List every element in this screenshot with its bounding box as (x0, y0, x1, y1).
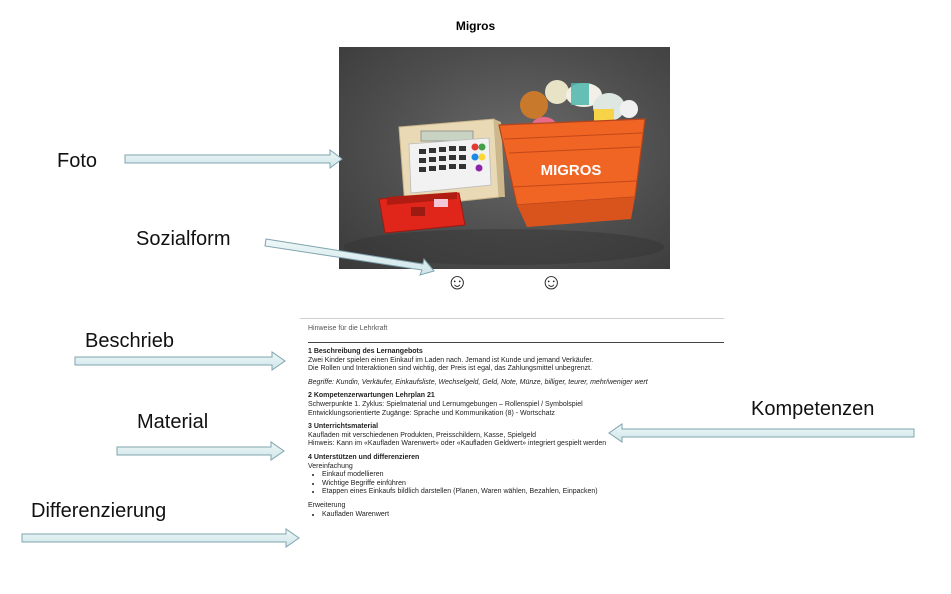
arrow-material (116, 441, 285, 461)
arrow-sozialform (264, 238, 435, 276)
list-item: Kaufladen Warenwert (322, 511, 724, 520)
list-item: Wichtige Begriffe einführen (322, 480, 724, 489)
label-kompetenzen: Kompetenzen (751, 398, 875, 420)
list-item: Etappen eines Einkaufs bildlich darstell… (322, 488, 724, 497)
arrow-beschrieb (74, 351, 286, 371)
basket-logo-text: MIGROS (541, 162, 602, 179)
teacher-notes-document: Hinweise für die Lehrkraft 1 Beschreibun… (300, 318, 724, 519)
migros-shopping-basket: MIGROS (498, 80, 646, 227)
arrow-differenzierung (21, 528, 300, 548)
toy-shop-illustration: MIGROS (344, 80, 664, 265)
toy-cash-register (378, 118, 505, 234)
product-photo: MIGROS (339, 47, 670, 269)
arrow-kompetenzen (608, 423, 915, 443)
label-beschrieb: Beschrieb (85, 330, 174, 352)
label-foto: Foto (57, 150, 98, 172)
arrow-foto (124, 149, 343, 169)
section-material: 3 Unterrichtsmaterial Kaufladen mit vers… (308, 423, 607, 448)
label-material: Material (137, 411, 209, 433)
label-sozialform: Sozialform (136, 228, 231, 250)
section-differentiation: 4 Unterstützen und differenzieren Verein… (308, 454, 724, 519)
section-competencies: 2 Kompetenzerwartungen Lehrplan 21 Schwe… (308, 392, 583, 417)
list-item: Einkauf modellieren (322, 471, 724, 480)
label-differenzierung: Differenzierung (31, 500, 167, 522)
section-description: 1 Beschreibung des Lernangebots Zwei Kin… (308, 348, 724, 387)
smiley-icon: ☺ (446, 269, 469, 294)
page-title: Migros (455, 19, 496, 33)
smiley-icon: ☺ (540, 269, 563, 294)
document-header: Hinweise für die Lehrkraft (308, 319, 724, 343)
terms-line: Begriffe: Kundin, Verkäufer, Einkaufslis… (308, 378, 648, 386)
